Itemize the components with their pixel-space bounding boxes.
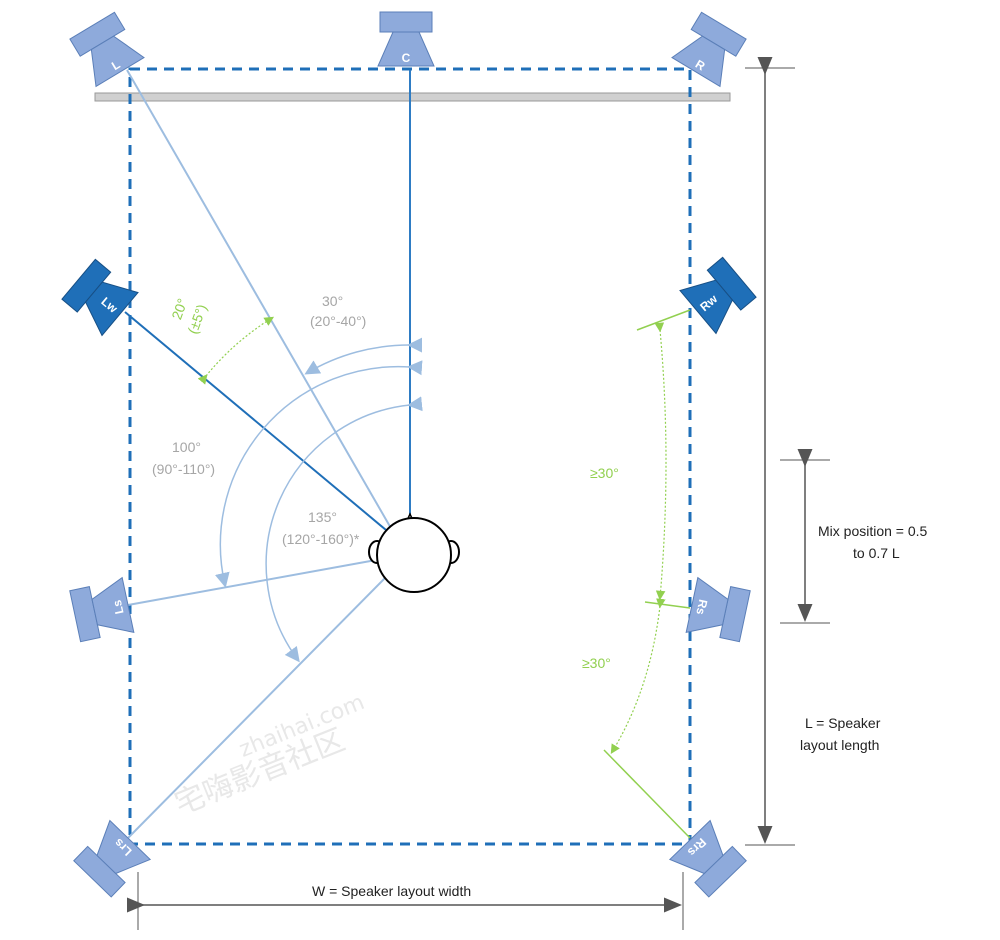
- angle-front-value: 30°: [322, 293, 343, 309]
- width-label: W = Speaker layout width: [312, 883, 471, 899]
- svg-text:Ls: Ls: [110, 598, 127, 615]
- angle-side-range: (90°-110°): [152, 461, 215, 477]
- tick-right-surround: [644, 601, 691, 609]
- length-label-line2: layout length: [800, 737, 879, 753]
- arc-rear-135: [265, 396, 423, 663]
- angle-right-lower: ≥30°: [582, 655, 611, 671]
- speaker-layout-boundary: [128, 67, 692, 846]
- mix-label-line1: Mix position = 0.5: [818, 523, 928, 539]
- speaker-r: R: [671, 10, 749, 87]
- speaker-rs: Rs: [685, 577, 752, 645]
- line-left-wide: [124, 311, 393, 536]
- svg-text:Rs: Rs: [693, 598, 710, 616]
- speaker-lw: Lw: [60, 257, 139, 336]
- svg-text:C: C: [402, 51, 411, 65]
- angle-right-upper: ≥30°: [590, 465, 619, 481]
- arc-side-100: [214, 360, 423, 588]
- screen-bar: [94, 92, 731, 102]
- speaker-lrs: Lrs: [71, 820, 151, 899]
- arc-right-upper: [654, 322, 667, 601]
- angle-rear-range: (120°-160°)*: [282, 531, 360, 547]
- speaker-rw: Rw: [679, 255, 758, 334]
- speaker-c: C: [377, 11, 435, 67]
- angle-rear-value: 135°: [308, 509, 337, 525]
- speaker-l: L: [67, 10, 145, 87]
- arc-wide-20: [197, 316, 275, 385]
- speaker-rrs: Rrs: [669, 820, 749, 899]
- length-label-line1: L = Speaker: [805, 715, 881, 731]
- line-left-surround: [127, 559, 377, 606]
- tick-right-rear: [603, 749, 691, 839]
- watermark: zhaihai.com 宅嗨影音社区: [170, 690, 368, 822]
- tick-right-wide: [636, 309, 691, 331]
- angle-wide-value: 20°: [168, 296, 190, 321]
- arc-front-30: [304, 337, 423, 375]
- speaker-ls: Ls: [68, 577, 135, 645]
- arc-right-lower: [610, 598, 666, 755]
- listener-head: [368, 512, 460, 593]
- angle-side-value: 100°: [172, 439, 201, 455]
- angle-front-range: (20°-40°): [310, 313, 366, 329]
- mix-label-line2: to 0.7 L: [853, 545, 900, 561]
